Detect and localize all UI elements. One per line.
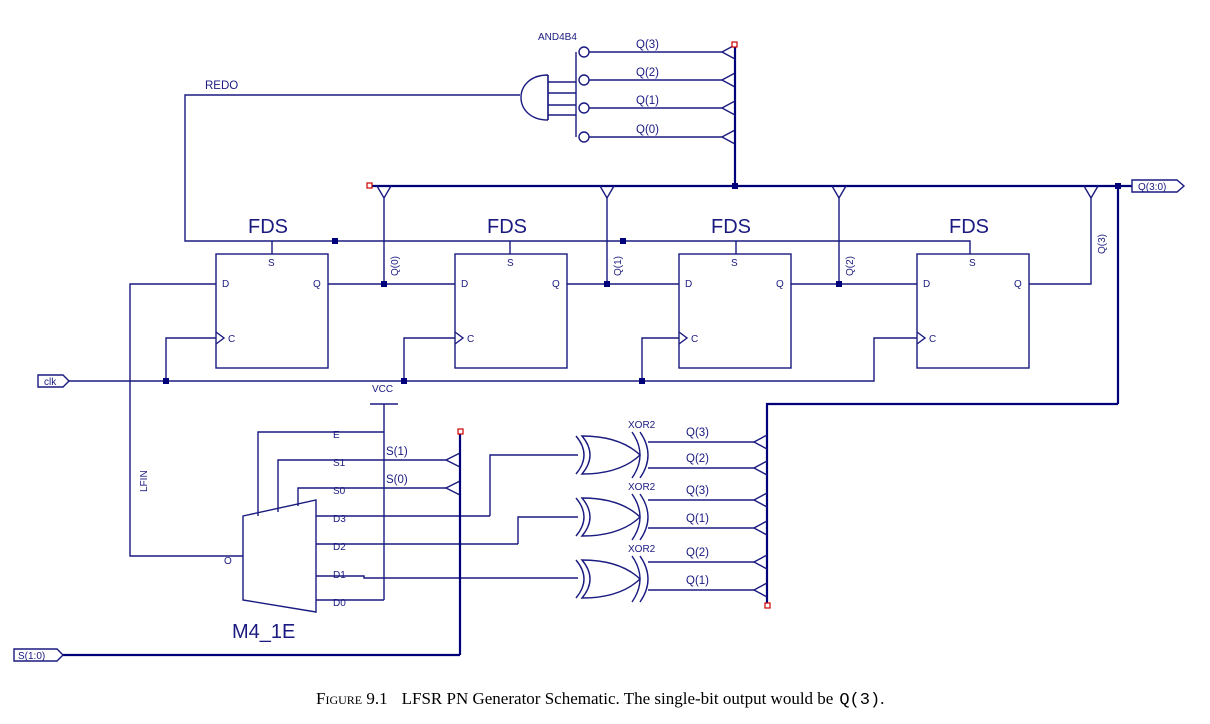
fds-flipflop-1: FDS S D Q C — [454, 216, 568, 369]
pin-d: D — [222, 279, 229, 290]
xor-gate-2: XOR2 Q(2) Q(1) — [575, 544, 768, 603]
vcc-symbol: VCC — [370, 384, 398, 600]
xor-input-label: Q(1) — [686, 513, 709, 525]
pin-s: S — [969, 258, 976, 269]
pin-q: Q — [552, 279, 560, 290]
caption-end: . — [880, 689, 884, 708]
xor-label: XOR2 — [628, 420, 656, 431]
pin-s: S — [507, 258, 514, 269]
flipflop-output-label: Q(2) — [845, 256, 856, 276]
fds-flipflop-0: FDS S D Q C — [215, 216, 329, 369]
pin-c: C — [691, 334, 698, 345]
mux-pin-e: E — [333, 430, 340, 441]
pin-c: C — [228, 334, 235, 345]
pin-s: S — [731, 258, 738, 269]
mux-pin-d0: D0 — [333, 598, 346, 609]
flipflop-output-label: Q(3) — [1097, 234, 1108, 254]
select-bus: S(1:0) — [13, 428, 464, 662]
redo-label: REDO — [205, 80, 238, 92]
mux-pin-d2: D2 — [333, 542, 346, 553]
output-bus-port: Q(3:0) — [1138, 182, 1166, 193]
xor-input-label: Q(2) — [686, 453, 709, 465]
clock-net: clk — [37, 337, 917, 388]
flipflop-title: FDS — [711, 216, 751, 238]
pin-c: C — [467, 334, 474, 345]
xor-input-label: Q(3) — [686, 427, 709, 439]
pin-d: D — [461, 279, 468, 290]
and-input-label: Q(0) — [636, 124, 659, 136]
mux-pin-s1: S1 — [333, 458, 346, 469]
mux-pin-d1: D1 — [333, 570, 346, 581]
and-input-label: Q(2) — [636, 67, 659, 79]
flipflop-title: FDS — [949, 216, 989, 238]
and4b4-gate: AND4B4 Q(3) Q(2) Q(1) Q(0) — [520, 32, 736, 145]
and-gate-label: AND4B4 — [538, 32, 577, 43]
lfin-label: LFIN — [139, 470, 150, 492]
caption-text: LFSR PN Generator Schematic. The single-… — [402, 689, 834, 708]
mux-pin-s0: S0 — [333, 486, 346, 497]
vcc-label: VCC — [372, 384, 393, 395]
redo-net: REDO — [184, 80, 971, 254]
flipflop-title: FDS — [248, 216, 288, 238]
xor-label: XOR2 — [628, 482, 656, 493]
fds-flipflop-3: FDS S D Q C — [916, 216, 1030, 369]
xor-label: XOR2 — [628, 544, 656, 555]
xor-input-label: Q(1) — [686, 575, 709, 587]
xor-input-label: Q(2) — [686, 547, 709, 559]
fds-flipflop-2: FDS S D Q C — [678, 216, 792, 369]
pin-d: D — [685, 279, 692, 290]
mux-pin-o: O — [224, 556, 232, 567]
pin-d: D — [923, 279, 930, 290]
flipflop-output-label: Q(0) — [390, 256, 401, 276]
xor-gate-1: XOR2 Q(3) Q(1) — [517, 482, 768, 544]
caption-code: Q(3) — [839, 691, 880, 710]
clock-port: clk — [44, 377, 57, 388]
flipflop-output-label: Q(1) — [613, 256, 624, 276]
xor-gate-0: XOR2 Q(3) Q(2) — [489, 420, 768, 516]
mux-select-label: S(1) — [386, 446, 408, 458]
shift-chain: Q(0) Q(1) Q(2) Q(3) — [328, 198, 1108, 287]
pin-q: Q — [776, 279, 784, 290]
mux-title: M4_1E — [232, 621, 295, 643]
and-input-label: Q(3) — [636, 39, 659, 51]
flipflop-title: FDS — [487, 216, 527, 238]
mux-select-label: S(0) — [386, 474, 408, 486]
xor-input-label: Q(3) — [686, 485, 709, 497]
pin-q: Q — [1014, 279, 1022, 290]
figure-number: Figure 9.1 — [316, 689, 388, 708]
pin-s: S — [268, 258, 275, 269]
figure-caption: Figure 9.1 LFSR PN Generator Schematic. T… — [316, 689, 884, 710]
mux-pin-d3: D3 — [333, 514, 346, 525]
pin-q: Q — [313, 279, 321, 290]
lfin-net: LFIN — [129, 283, 243, 557]
pin-c: C — [929, 334, 936, 345]
and-input-label: Q(1) — [636, 95, 659, 107]
select-port: S(1:0) — [18, 651, 45, 662]
mux-m4-1e: M4_1E E S1 S0 D3 D2 D1 D0 O S(1) S(0) — [224, 430, 578, 643]
